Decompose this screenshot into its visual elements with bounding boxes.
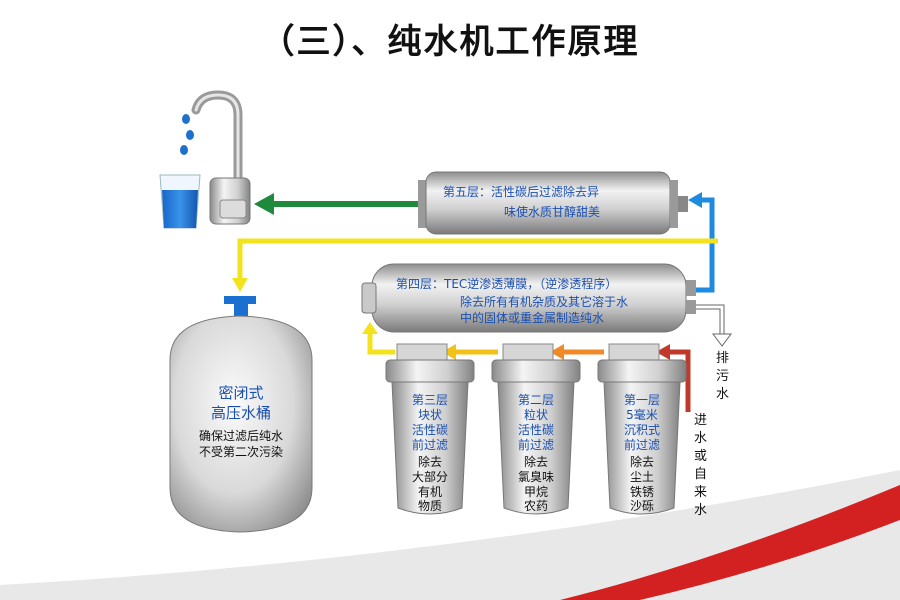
yellow-flow-line xyxy=(232,238,718,292)
layer1-l1: 第一层 xyxy=(624,393,660,407)
filter-layer-4: 第四层：TEC逆渗透薄膜，（逆渗透程序） 除去所有有机杂质及其它溶于水 中的固体… xyxy=(361,263,696,333)
layer1-l8: 沙砾 xyxy=(630,499,654,513)
inlet-char-5: 来 xyxy=(694,485,707,500)
layer4-line2: 除去所有有机杂质及其它溶于水 xyxy=(460,294,628,309)
layer1-l6: 尘土 xyxy=(630,470,654,484)
layer2-l1: 第二层 xyxy=(518,393,554,407)
filter-layer-3: 第三层 块状 活性碳 前过滤 除去 大部分 有机 物质 xyxy=(385,343,475,515)
faucet-icon xyxy=(180,90,251,225)
layer5-label: 第五层：活性碳后过滤除去异 xyxy=(443,184,599,199)
layer3-l1: 第三层 xyxy=(412,393,448,407)
tank-l3: 确保过滤后纯水 xyxy=(199,429,283,443)
filter-layer-5: 第五层：活性碳后过滤除去异 味使水质甘醇甜美 xyxy=(418,171,688,235)
inlet-char-4: 自 xyxy=(694,467,707,482)
filter-flow-arrows xyxy=(442,344,691,412)
inlet-char-1: 进 xyxy=(694,413,707,428)
blue-flow-line xyxy=(688,192,715,293)
layer2-l6: 氯臭味 xyxy=(518,469,554,484)
layer4-line3: 中的固体或重金属制造纯水 xyxy=(460,310,604,325)
layer4-line1: 第四层：TEC逆渗透薄膜，（逆渗透程序） xyxy=(396,276,617,291)
layer3-l6: 大部分 xyxy=(412,469,448,484)
layer2-l3: 活性碳 xyxy=(518,423,554,437)
layer3-to-layer4-line xyxy=(362,322,395,355)
layer1-l5: 除去 xyxy=(630,454,654,469)
drain-char-1: 排 xyxy=(716,351,729,366)
purified-water-arrow xyxy=(254,193,418,215)
page-title: （三）、纯水机工作原理 xyxy=(260,22,640,62)
inlet-char-3: 或 xyxy=(694,449,707,464)
drain-line: 排 污 水 xyxy=(696,304,732,402)
filter-layer-2: 第二层 粒状 活性碳 前过滤 除去 氯臭味 甲烷 农药 xyxy=(491,343,581,515)
inlet-char-2: 水 xyxy=(694,431,707,446)
layer1-l3: 沉积式 xyxy=(624,423,660,437)
layer3-l8: 物质 xyxy=(418,499,442,513)
layer2-l4: 前过滤 xyxy=(518,437,554,452)
layer1-l2: 5毫米 xyxy=(626,407,658,422)
layer1-l7: 铁锈 xyxy=(630,485,654,499)
layer3-l3: 活性碳 xyxy=(412,423,448,437)
inlet-char-6: 水 xyxy=(694,503,707,518)
layer3-l2: 块状 xyxy=(418,408,442,422)
layer5-line2: 味使水质甘醇甜美 xyxy=(504,204,600,219)
filter-layer-1: 第一层 5毫米 沉积式 前过滤 除去 尘土 铁锈 沙砾 xyxy=(597,343,687,515)
tank-l4: 不受第二次污染 xyxy=(199,444,283,459)
bottom-swoosh xyxy=(0,470,900,600)
layer3-l7: 有机 xyxy=(418,485,442,499)
layer2-l8: 农药 xyxy=(524,499,548,513)
tank-l2: 高压水桶 xyxy=(211,404,271,422)
drain-char-2: 污 xyxy=(716,369,729,384)
pressure-tank: 密闭式 高压水桶 确保过滤后纯水 不受第二次污染 xyxy=(169,296,313,533)
layer2-l5: 除去 xyxy=(524,454,548,469)
drain-char-3: 水 xyxy=(716,387,729,402)
layer1-l4: 前过滤 xyxy=(624,437,660,452)
layer2-l7: 甲烷 xyxy=(524,485,548,499)
layer3-l4: 前过滤 xyxy=(412,437,448,452)
layer3-l5: 除去 xyxy=(418,454,442,469)
water-inlet-label: 进 水 或 自 来 水 xyxy=(694,413,707,518)
tank-l1: 密闭式 xyxy=(218,384,263,402)
layer2-l2: 粒状 xyxy=(524,407,548,422)
water-cup-icon xyxy=(159,174,201,229)
